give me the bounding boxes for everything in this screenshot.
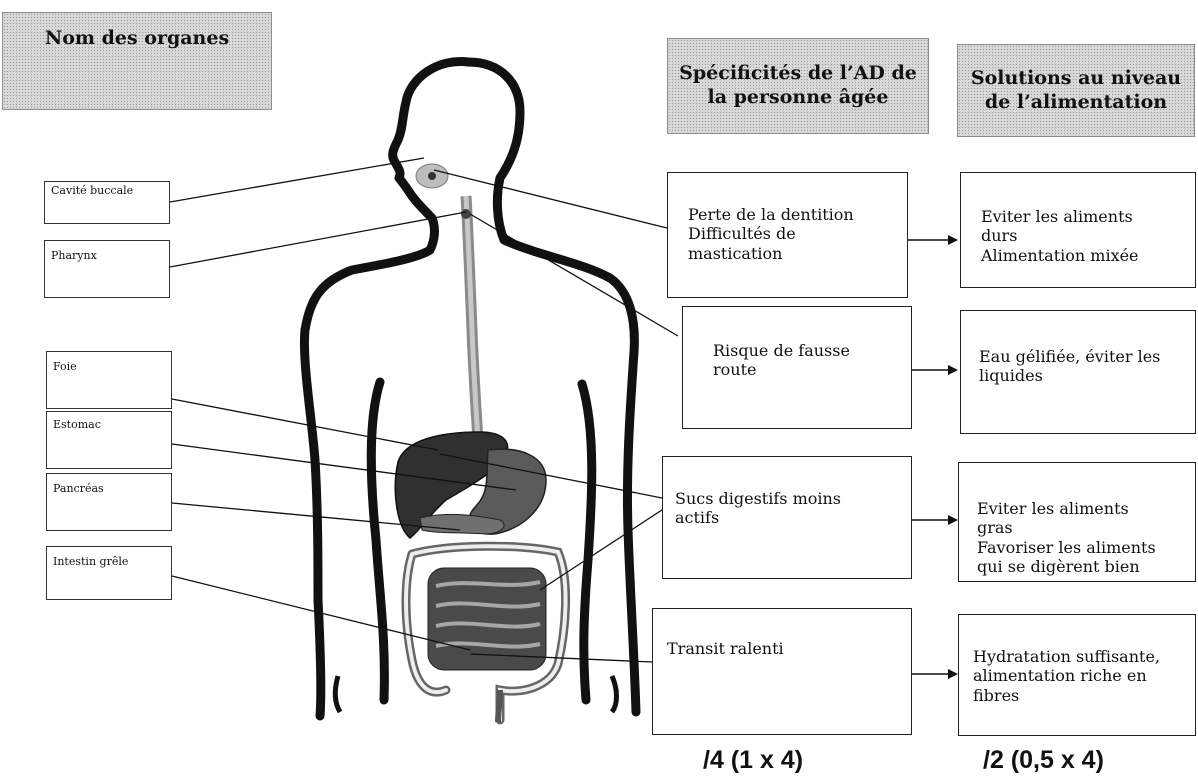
solution-text-3: Eviter les aliments gras Favoriser les a… (977, 499, 1156, 577)
organ-text-foie: Foie (53, 360, 77, 373)
specificity-box-3: Sucs digestifs moins actifs (662, 456, 912, 579)
solution-box-4: Hydratation suffisante, alimentation ric… (958, 614, 1196, 736)
solution-box-3: Eviter les aliments gras Favoriser les a… (958, 462, 1196, 582)
left-inner-arm (371, 382, 384, 700)
organ-label-pancreas: Pancréas (46, 473, 172, 531)
specificity-box-1: Perte de la dentition Difficultés de mas… (667, 172, 908, 298)
pointer-risque (470, 214, 678, 336)
pointer-cavite (170, 158, 424, 202)
organ-label-foie: Foie (46, 351, 172, 409)
right-hand (612, 676, 617, 712)
solution-box-1: Eviter les aliments durs Alimentation mi… (960, 172, 1196, 288)
solution-box-2: Eau gélifiée, éviter les liquides (960, 310, 1196, 434)
specificity-box-4: Transit ralenti (652, 608, 912, 735)
organ-label-cavite-buccale: Cavité buccale (44, 181, 170, 224)
arrow-1-head (948, 235, 958, 245)
specificity-text-2: Risque de fausse route (713, 341, 850, 380)
left-hand (335, 676, 340, 712)
organ-text-cavite-buccale: Cavité buccale (51, 184, 133, 197)
rectum (498, 690, 500, 722)
solution-text-4: Hydratation suffisante, alimentation ric… (973, 647, 1160, 705)
solution-text-2: Eau gélifiée, éviter les liquides (979, 347, 1160, 386)
specificity-box-2: Risque de fausse route (682, 306, 912, 429)
score-specificities: /4 (1 x 4) (703, 746, 803, 775)
specificity-text-1: Perte de la dentition Difficultés de mas… (688, 205, 854, 263)
specificity-text-3: Sucs digestifs moins actifs (675, 489, 841, 528)
pharynx-dot (461, 209, 471, 219)
organ-text-pharynx: Pharynx (51, 249, 97, 262)
arrow-4-head (948, 669, 958, 679)
mouth-dot (428, 172, 436, 180)
organ-text-intestin-grele: Intestin grêle (53, 555, 128, 568)
right-inner-arm (582, 384, 592, 700)
organ-label-estomac: Estomac (46, 411, 172, 469)
organ-text-estomac: Estomac (53, 418, 101, 431)
specificity-text-4: Transit ralenti (667, 639, 784, 658)
arrow-3-head (948, 515, 958, 525)
solution-text-1: Eviter les aliments durs Alimentation mi… (981, 207, 1139, 265)
arrow-2-head (948, 365, 958, 375)
organ-text-pancreas: Pancréas (53, 482, 104, 495)
organ-label-intestin-grele: Intestin grêle (46, 546, 172, 600)
organ-label-pharynx: Pharynx (44, 240, 170, 298)
score-solutions: /2 (0,5 x 4) (983, 746, 1104, 775)
